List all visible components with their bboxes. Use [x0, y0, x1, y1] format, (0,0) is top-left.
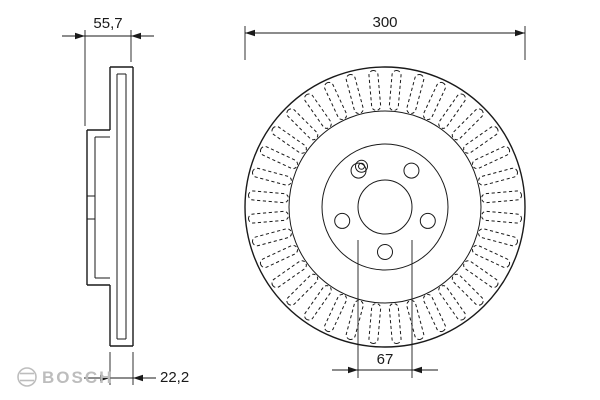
bosch-logo-text: BOSCH — [42, 368, 113, 387]
vent-slot — [388, 303, 402, 344]
vent-slot — [481, 190, 522, 204]
section-view — [86, 66, 134, 347]
bosch-armature-icon — [17, 367, 37, 387]
arrowhead — [245, 29, 255, 37]
vent-slot — [248, 190, 289, 204]
center-bore — [357, 179, 413, 235]
pin-hole-outer — [355, 159, 368, 173]
vent-slot — [286, 273, 319, 306]
vent-band-inner-edge — [288, 110, 482, 304]
vent-slot — [438, 93, 466, 129]
vent-slot — [478, 167, 518, 186]
vent-slot — [286, 108, 319, 141]
vent-slot — [422, 293, 446, 333]
arrowhead — [412, 366, 422, 374]
vent-slot — [481, 210, 522, 224]
vent-slot — [368, 70, 382, 111]
arrowhead — [515, 29, 525, 37]
bolt-hole — [403, 162, 420, 179]
vent-slot — [252, 167, 292, 186]
vent-slot — [345, 300, 364, 340]
vent-slot — [463, 260, 499, 288]
pin-hole-inner — [358, 162, 365, 170]
arrowhead — [75, 32, 85, 40]
bolt-hole — [377, 244, 393, 260]
vent-slot — [271, 260, 307, 288]
vent-slot — [478, 228, 518, 247]
vent-slot — [388, 70, 402, 111]
vent-slot — [422, 81, 446, 121]
vent-slot — [248, 210, 289, 224]
vent-slot — [271, 126, 307, 154]
dimension-label-section-width: 55,7 — [93, 15, 122, 32]
dimension-label-center-bore: 67 — [377, 351, 394, 368]
vent-slot — [406, 74, 425, 114]
dimension-label-disc-thickness: 22,2 — [160, 369, 189, 386]
arrowhead — [133, 374, 143, 382]
vent-slot — [252, 228, 292, 247]
dimension-label-outer-diameter: 300 — [372, 14, 397, 31]
vent-slot — [438, 285, 466, 321]
vent-slot — [451, 108, 484, 141]
dimension-section-width: 55,7 — [62, 15, 154, 126]
bolt-hole — [334, 212, 351, 229]
dimension-disc-thickness: 22,2 — [84, 352, 189, 386]
vent-slot — [368, 303, 382, 344]
front-view — [244, 66, 526, 348]
vent-slot — [259, 146, 299, 170]
arrowhead — [131, 32, 141, 40]
vent-slot — [451, 273, 484, 306]
vent-slot — [259, 244, 299, 268]
hub-edge — [321, 143, 449, 271]
vent-slot — [471, 244, 511, 268]
bolt-hole — [419, 212, 436, 229]
arrowhead — [348, 366, 358, 374]
vent-slot — [463, 126, 499, 154]
vent-slot — [471, 146, 511, 170]
vent-slot — [304, 285, 332, 321]
vent-slot — [345, 74, 364, 114]
vent-slot — [304, 93, 332, 129]
vent-slot — [324, 293, 348, 333]
vent-slot — [406, 300, 425, 340]
arrowhead — [100, 374, 110, 382]
bosch-logo: BOSCH — [17, 367, 113, 387]
disc-outer-edge — [244, 66, 526, 348]
vent-slot — [324, 81, 348, 121]
dimension-center-bore: 67 — [332, 240, 438, 378]
dimension-outer-diameter: 300 — [244, 14, 526, 60]
